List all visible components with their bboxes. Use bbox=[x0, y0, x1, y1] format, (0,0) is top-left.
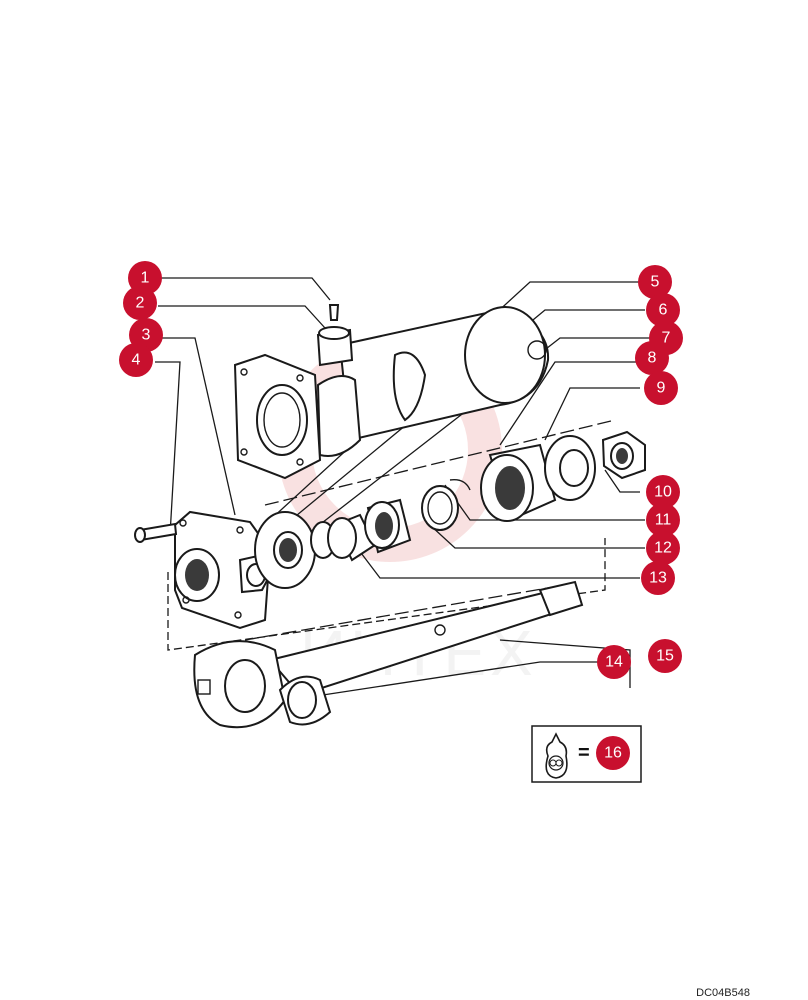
callout-label: 15 bbox=[656, 648, 674, 665]
callout-10[interactable]: 10 bbox=[646, 475, 680, 509]
callout-label: 7 bbox=[662, 330, 671, 347]
callout-label: 3 bbox=[142, 327, 151, 344]
leader-3 bbox=[160, 337, 236, 516]
callout-label: 16 bbox=[604, 745, 622, 762]
end-cap bbox=[134, 510, 272, 630]
callout-11[interactable]: 11 bbox=[646, 503, 680, 537]
parts-bag-icon bbox=[545, 732, 568, 779]
callout-8[interactable]: 8 bbox=[635, 341, 669, 375]
leader-lines bbox=[155, 277, 650, 701]
leader-6 bbox=[284, 309, 645, 526]
callout-4[interactable]: 4 bbox=[119, 343, 153, 377]
callout-15[interactable]: 15 bbox=[648, 639, 682, 673]
piston-rod bbox=[193, 580, 584, 729]
kit-legend: = 16 bbox=[531, 725, 642, 783]
axis-line-upper bbox=[264, 419, 616, 506]
cylinder-barrel bbox=[233, 304, 550, 480]
leader-7 bbox=[299, 337, 650, 541]
callout-13[interactable]: 13 bbox=[641, 561, 675, 595]
leader-4 bbox=[155, 361, 181, 536]
callout-14[interactable]: 14 bbox=[597, 645, 631, 679]
callout-16[interactable]: 16 bbox=[596, 736, 630, 770]
leader-12 bbox=[429, 524, 645, 549]
leader-1 bbox=[158, 277, 331, 301]
drawing-code: DC04B548 bbox=[696, 987, 750, 999]
callout-5[interactable]: 5 bbox=[638, 265, 672, 299]
axis-line-lower bbox=[244, 584, 566, 641]
callout-2[interactable]: 2 bbox=[123, 286, 157, 320]
callout-label: 13 bbox=[649, 570, 667, 587]
seals-and-rings bbox=[254, 430, 646, 589]
leader-8 bbox=[499, 361, 645, 446]
callout-label: 6 bbox=[659, 302, 668, 319]
callout-6[interactable]: 6 bbox=[646, 293, 680, 327]
callout-label: 11 bbox=[655, 512, 672, 529]
kit-equals-sign: = bbox=[578, 742, 590, 764]
callout-9[interactable]: 9 bbox=[644, 371, 678, 405]
dashed-bracket bbox=[167, 538, 606, 651]
leader-10 bbox=[604, 469, 640, 493]
leader-13 bbox=[354, 544, 640, 579]
callout-label: 8 bbox=[648, 350, 657, 367]
callout-label: 14 bbox=[605, 654, 623, 671]
callout-12[interactable]: 12 bbox=[646, 531, 680, 565]
callout-label: 1 bbox=[141, 270, 150, 287]
leader-2 bbox=[158, 305, 326, 329]
callout-label: 5 bbox=[651, 274, 660, 291]
grease-nipple bbox=[328, 304, 340, 321]
callout-label: 9 bbox=[657, 380, 666, 397]
callout-label: 10 bbox=[654, 484, 672, 501]
callout-label: 2 bbox=[136, 295, 145, 312]
callout-label: 12 bbox=[654, 540, 672, 557]
leader-15 bbox=[499, 639, 631, 688]
leader-14 bbox=[289, 661, 600, 701]
leader-9 bbox=[544, 387, 640, 441]
callout-label: 4 bbox=[132, 352, 141, 369]
